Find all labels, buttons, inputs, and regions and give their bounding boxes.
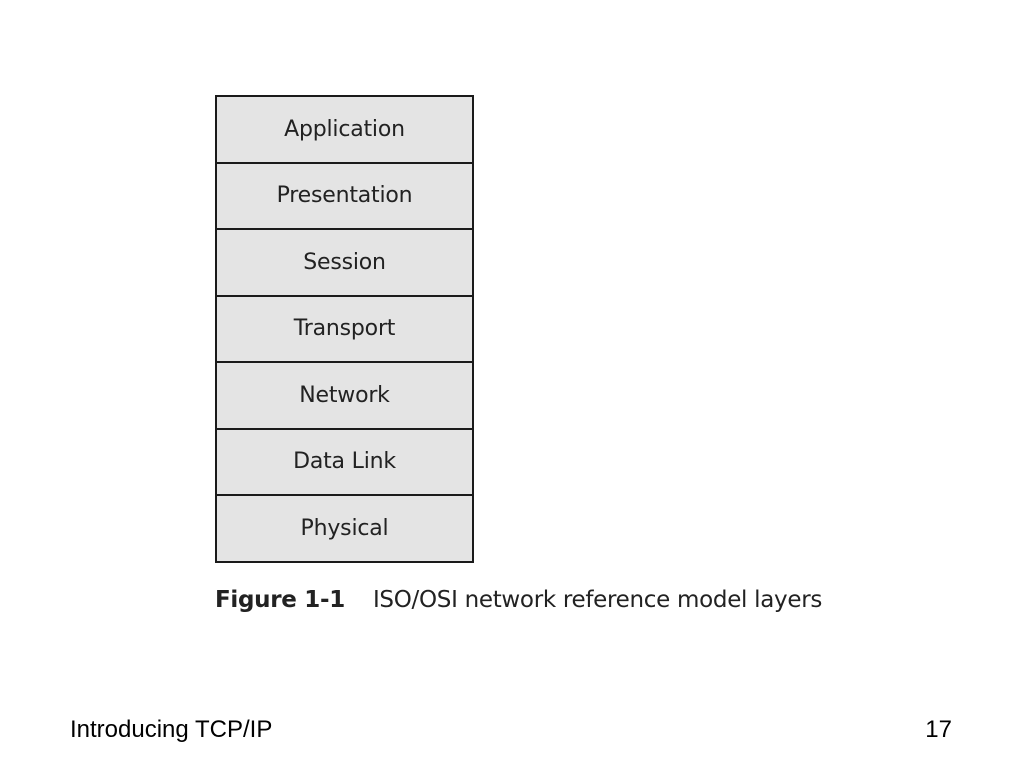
layer-network: Network (217, 363, 472, 430)
page-number: 17 (925, 716, 952, 743)
layer-physical: Physical (217, 496, 472, 561)
figure-caption: Figure 1-1 ISO/OSI network reference mode… (215, 587, 822, 613)
layer-session: Session (217, 230, 472, 297)
osi-layer-stack: Application Presentation Session Transpo… (215, 95, 474, 563)
figure-number: Figure 1-1 (215, 587, 345, 613)
layer-presentation: Presentation (217, 163, 472, 230)
layer-transport: Transport (217, 296, 472, 363)
layer-application: Application (217, 97, 472, 164)
footer-title: Introducing TCP/IP (70, 716, 273, 743)
figure-caption-text: ISO/OSI network reference model layers (372, 587, 823, 613)
layer-data-link: Data Link (217, 429, 472, 496)
